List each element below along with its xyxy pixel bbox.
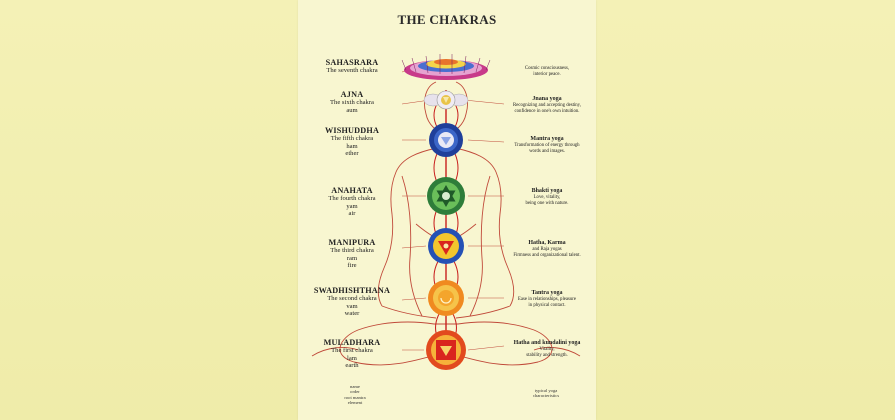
manipura-chakra-icon bbox=[428, 228, 464, 264]
ajna-chakra-icon bbox=[423, 90, 469, 110]
yoga-label-wishuddha: Mantra yoga Transformation of energy thr… bbox=[514, 136, 580, 154]
yoga-label-manipura: Hatha, Karma and Raja yogas Firmness and… bbox=[513, 240, 581, 258]
legend-left: name order root mantra element bbox=[344, 384, 366, 406]
wishuddha-chakra-icon bbox=[429, 123, 463, 157]
chakra-label-anahata: ANAHATA The fourth chakra yam air bbox=[328, 186, 376, 218]
yoga-label-ajna: Jnana yoga Recognizing and accepting des… bbox=[513, 96, 581, 114]
figure-illustration bbox=[311, 54, 581, 370]
chakra-label-ajna: AJNA The sixth chakra aum bbox=[330, 90, 374, 114]
chakra-label-wishuddha: WISHUDDHA The fifth chakra ham ether bbox=[324, 126, 380, 158]
anahata-chakra-icon bbox=[427, 177, 465, 215]
yoga-label-sahasrara: Cosmic consciousness, interior peace. bbox=[524, 66, 570, 77]
yoga-label-swadhishthana: Tantra yoga Ease in relationships, pleas… bbox=[517, 290, 577, 308]
chakra-label-swadhishthana: SWADHISHTHANA The second chakra vam wate… bbox=[313, 286, 391, 318]
swadhishthana-chakra-icon bbox=[428, 280, 464, 316]
chakra-label-manipura: MANIPURA The third chakra ram fire bbox=[328, 238, 376, 270]
yoga-label-muladhara: Hatha and kundalini yoga Vitality, stabi… bbox=[513, 340, 581, 358]
yoga-label-anahata: Bhakti yoga Love, vitality, being one wi… bbox=[525, 188, 569, 206]
chakra-label-muladhara: MULADHARA The first chakra lam earth bbox=[323, 338, 381, 370]
legend-right: typical yoga characteristics bbox=[532, 388, 560, 399]
chakra-label-sahasrara: SAHASRARA The seventh chakra bbox=[325, 58, 379, 74]
muladhara-chakra-icon bbox=[426, 330, 466, 370]
sahasrara-lotus-icon bbox=[401, 54, 491, 80]
chakra-poster: THE CHAKRAS bbox=[298, 0, 596, 420]
poster-title: THE CHAKRAS bbox=[397, 12, 497, 27]
